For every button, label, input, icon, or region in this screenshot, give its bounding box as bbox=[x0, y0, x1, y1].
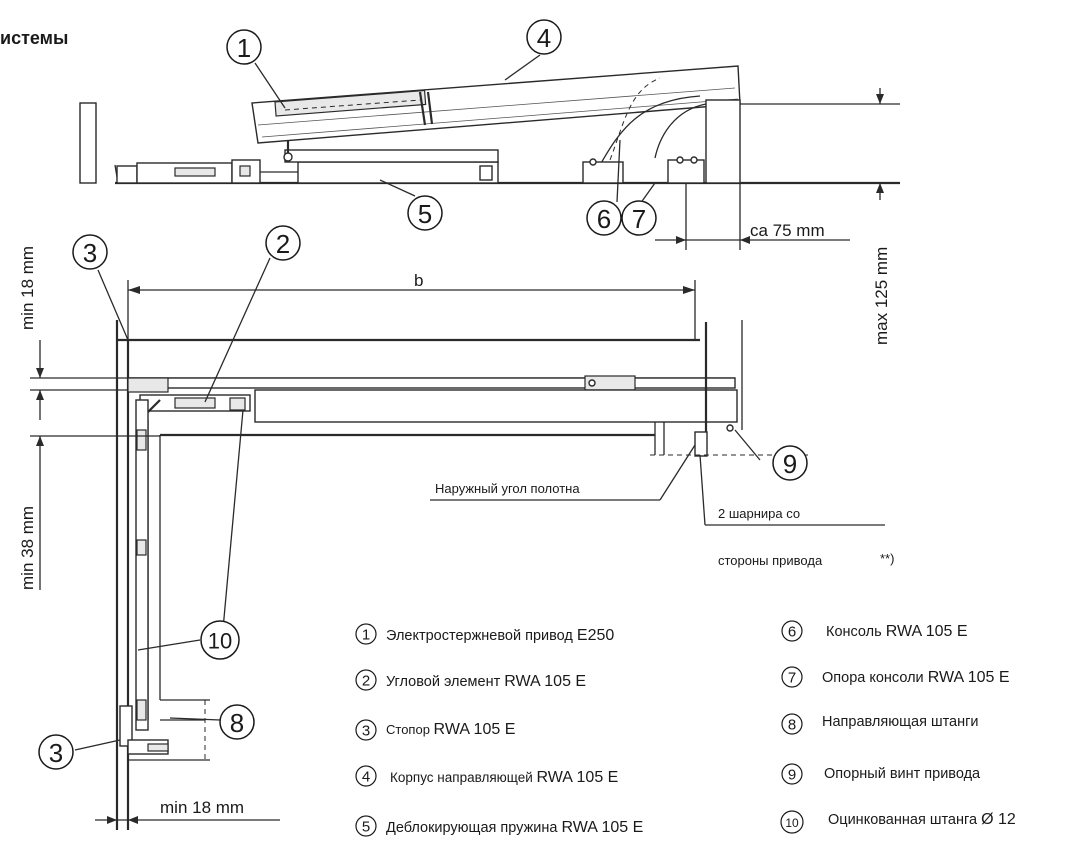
console-support bbox=[667, 159, 705, 184]
dim-ca75: ca 75 mm bbox=[750, 221, 825, 240]
callout-8: 8 bbox=[219, 704, 255, 740]
legend-item-1: 1 Электростержневой привод E250 bbox=[355, 623, 614, 645]
callout-9: 9 bbox=[772, 445, 808, 481]
side-view bbox=[79, 65, 900, 250]
annotation-footnote: **) bbox=[880, 551, 894, 566]
svg-text:8: 8 bbox=[788, 717, 796, 734]
svg-text:6: 6 bbox=[597, 204, 611, 234]
svg-text:3: 3 bbox=[83, 238, 97, 268]
svg-text:Корпус направляющей RWA 105 E: Корпус направляющей RWA 105 E bbox=[390, 769, 618, 786]
svg-text:Опорный винт привода: Опорный винт привода bbox=[824, 766, 981, 782]
svg-text:10: 10 bbox=[785, 816, 799, 830]
svg-text:2: 2 bbox=[362, 673, 370, 690]
dim-max125: max 125 mm bbox=[872, 247, 891, 345]
svg-text:1: 1 bbox=[237, 33, 251, 63]
svg-text:6: 6 bbox=[788, 624, 796, 641]
svg-text:9: 9 bbox=[783, 449, 797, 479]
legend-item-3: 3 Стопор RWA 105 E bbox=[355, 719, 515, 741]
svg-text:4: 4 bbox=[537, 23, 551, 53]
legend-item-7: 7 Опора консоли RWA 105 E bbox=[781, 666, 1010, 688]
legend-item-2: 2 Угловой элемент RWA 105 E bbox=[355, 669, 586, 691]
svg-text:Оцинкованная штанга Ø 12: Оцинкованная штанга Ø 12 bbox=[828, 811, 1016, 828]
left-bracket bbox=[116, 165, 138, 184]
svg-text:Электростержневой привод E250: Электростержневой привод E250 bbox=[386, 627, 614, 644]
dim-b: b bbox=[414, 271, 423, 290]
svg-text:2: 2 bbox=[276, 229, 290, 259]
svg-text:10: 10 bbox=[208, 629, 232, 654]
svg-text:7: 7 bbox=[788, 670, 796, 687]
svg-text:3: 3 bbox=[362, 723, 370, 740]
legend-item-8: 8 Направляющая штанги bbox=[781, 713, 979, 735]
svg-text:Деблокирующая пружина RWA 105: Деблокирующая пружина RWA 105 E bbox=[386, 819, 643, 836]
svg-text:4: 4 bbox=[362, 769, 370, 786]
console-curve bbox=[599, 95, 701, 166]
svg-text:9: 9 bbox=[788, 767, 796, 784]
legend-item-5: 5 Деблокирующая пружина RWA 105 E bbox=[355, 815, 643, 837]
callout-3-bottom: 3 bbox=[38, 734, 74, 770]
callout-7: 7 bbox=[621, 200, 657, 236]
dim-min38: min 38 mm bbox=[18, 506, 37, 590]
annotation-outer-corner: Наружный угол полотна bbox=[435, 481, 580, 496]
actuator-housing-plan bbox=[254, 389, 738, 423]
svg-text:8: 8 bbox=[230, 708, 244, 738]
callout-10: 10 bbox=[200, 620, 240, 660]
callout-6: 6 bbox=[586, 200, 622, 236]
frame-post-left bbox=[79, 102, 97, 184]
svg-text:5: 5 bbox=[362, 819, 370, 836]
guide-rail bbox=[127, 377, 736, 389]
svg-text:3: 3 bbox=[49, 738, 63, 768]
frame-post-right bbox=[705, 99, 741, 184]
svg-text:7: 7 bbox=[632, 204, 646, 234]
svg-text:Опора консоли RWA 105 E: Опора консоли RWA 105 E bbox=[822, 669, 1010, 686]
svg-text:Угловой элемент RWA 105 E: Угловой элемент RWA 105 E bbox=[386, 673, 586, 690]
actuator-rod bbox=[274, 89, 427, 117]
svg-text:Консоль RWA 105 E: Консоль RWA 105 E bbox=[826, 623, 968, 640]
legend-item-10: 10 Оцинкованная штанга Ø 12 bbox=[780, 810, 1016, 834]
annotation-hinges-1: 2 шарнира со bbox=[718, 506, 800, 521]
flat-bar bbox=[284, 149, 499, 163]
callout-4: 4 bbox=[526, 19, 562, 55]
legend-item-6: 6 Консоль RWA 105 E bbox=[781, 620, 968, 642]
svg-text:1: 1 bbox=[362, 627, 370, 644]
callout-1: 1 bbox=[226, 29, 262, 65]
svg-text:5: 5 bbox=[418, 199, 432, 229]
dim-min18-bottom: min 18 mm bbox=[160, 798, 244, 817]
vertical-rod bbox=[135, 399, 149, 731]
svg-text:Направляющая штанги: Направляющая штанги bbox=[822, 714, 979, 730]
callout-2: 2 bbox=[265, 225, 301, 261]
plan-view bbox=[30, 280, 810, 830]
legend-item-4: 4 Корпус направляющей RWA 105 E bbox=[355, 765, 618, 787]
callout-5: 5 bbox=[407, 195, 443, 231]
annotation-hinges-2: стороны привода bbox=[718, 553, 823, 568]
dim-min18-top: min 18 mm bbox=[18, 246, 37, 330]
title-fragment: истемы bbox=[0, 28, 68, 48]
release-spring-box bbox=[297, 161, 499, 184]
legend-item-9: 9 Опорный винт привода bbox=[781, 763, 981, 785]
svg-text:Стопор RWA 105 E: Стопор RWA 105 E bbox=[386, 721, 515, 738]
console-base bbox=[582, 161, 624, 184]
legend: 1 Электростержневой привод E250 2 Углово… bbox=[355, 620, 1016, 837]
callout-3-top: 3 bbox=[72, 234, 108, 270]
